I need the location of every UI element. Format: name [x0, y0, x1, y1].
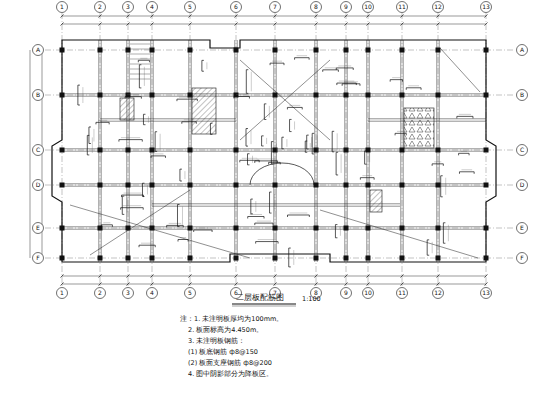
- axis-bubble: [57, 2, 68, 13]
- axis-label: E: [520, 225, 524, 232]
- axis-bubble: [517, 145, 528, 156]
- axis-bubble: [363, 288, 374, 299]
- axis-label: 4: [150, 290, 154, 297]
- axis-bubble: [33, 45, 44, 56]
- axis-bubble: [481, 288, 492, 299]
- axis-label: C: [520, 147, 524, 154]
- axis-bubble: [33, 253, 44, 264]
- axis-bubble: [517, 223, 528, 234]
- axis-label: 10: [364, 290, 372, 297]
- axis-label: 8: [314, 290, 318, 297]
- note-text: 2. 板面标高为4.450m。: [188, 327, 263, 334]
- note-text: 4. 图中阴影部分为降板区。: [188, 371, 273, 378]
- axis-bubble: [231, 2, 242, 13]
- axis-bubble: [33, 145, 44, 156]
- axis-label: 7: [273, 290, 277, 297]
- axis-label: 4: [150, 4, 154, 11]
- axis-bubble: [363, 2, 374, 13]
- axis-bubble: [33, 90, 44, 101]
- axis-label: 3: [126, 4, 130, 11]
- note-text: 注：1. 未注明板厚均为100mm。: [180, 316, 283, 323]
- axis-label: A: [520, 47, 524, 54]
- axis-bubble: [433, 2, 444, 13]
- axis-label: 2: [98, 4, 102, 11]
- axis-label: 6: [234, 4, 238, 11]
- axis-bubble: [185, 288, 196, 299]
- axis-label: B: [36, 92, 40, 99]
- axis-label: 7: [273, 4, 277, 11]
- axis-label: C: [36, 147, 40, 154]
- axis-label: B: [520, 92, 524, 99]
- axis-label: 5: [188, 4, 192, 11]
- note-text: (1) 板底钢筋 ф8@150: [188, 349, 258, 356]
- axis-bubble: [57, 288, 68, 299]
- axis-label: 11: [398, 290, 406, 297]
- axis-bubble: [123, 2, 134, 13]
- axis-bubble: [517, 90, 528, 101]
- axis-label: 5: [188, 290, 192, 297]
- axis-label: 12: [434, 290, 442, 297]
- axis-label: 8: [314, 4, 318, 11]
- axis-bubble: [311, 2, 322, 13]
- axis-label: 13: [482, 290, 490, 297]
- note-text: (2) 板面支座钢筋 ф8@200: [188, 360, 272, 367]
- axis-bubble: [397, 288, 408, 299]
- axis-bubble: [95, 2, 106, 13]
- plan-lines: [30, 13, 515, 306]
- axis-label: 12: [434, 4, 442, 11]
- axis-bubble: [33, 223, 44, 234]
- axis-label: 13: [482, 4, 490, 11]
- axis-bubble: [341, 2, 352, 13]
- axis-bubble: [517, 45, 528, 56]
- axis-label: D: [520, 182, 525, 189]
- axis-bubble: [481, 2, 492, 13]
- axis-label: F: [520, 255, 523, 262]
- axis-label: E: [36, 225, 40, 232]
- axis-label: 6: [234, 290, 238, 297]
- axis-bubble: [185, 2, 196, 13]
- note-text: 3. 未注明板钢筋：: [188, 338, 245, 345]
- axis-label: 10: [364, 4, 372, 11]
- axis-bubble: [123, 288, 134, 299]
- axis-bubble: [397, 2, 408, 13]
- axis-label: 1: [60, 4, 64, 11]
- axis-label: 9: [344, 290, 348, 297]
- axis-bubble: [147, 288, 158, 299]
- note-text: 1:100: [302, 296, 321, 303]
- axis-label: A: [36, 47, 40, 54]
- axis-label: 1: [60, 290, 64, 297]
- axis-label: 11: [398, 4, 406, 11]
- axis-bubble: [433, 288, 444, 299]
- axis-bubble: [147, 2, 158, 13]
- axis-label: F: [36, 255, 39, 262]
- axis-bubble: [95, 288, 106, 299]
- axis-bubble: [270, 2, 281, 13]
- axis-label: 2: [98, 290, 102, 297]
- axis-label: D: [36, 182, 41, 189]
- axis-bubble: [517, 253, 528, 264]
- axis-label: 3: [126, 290, 130, 297]
- axis-label: 9: [344, 4, 348, 11]
- axis-bubble: [517, 180, 528, 191]
- axis-bubble: [33, 180, 44, 191]
- axis-bubble: [341, 288, 352, 299]
